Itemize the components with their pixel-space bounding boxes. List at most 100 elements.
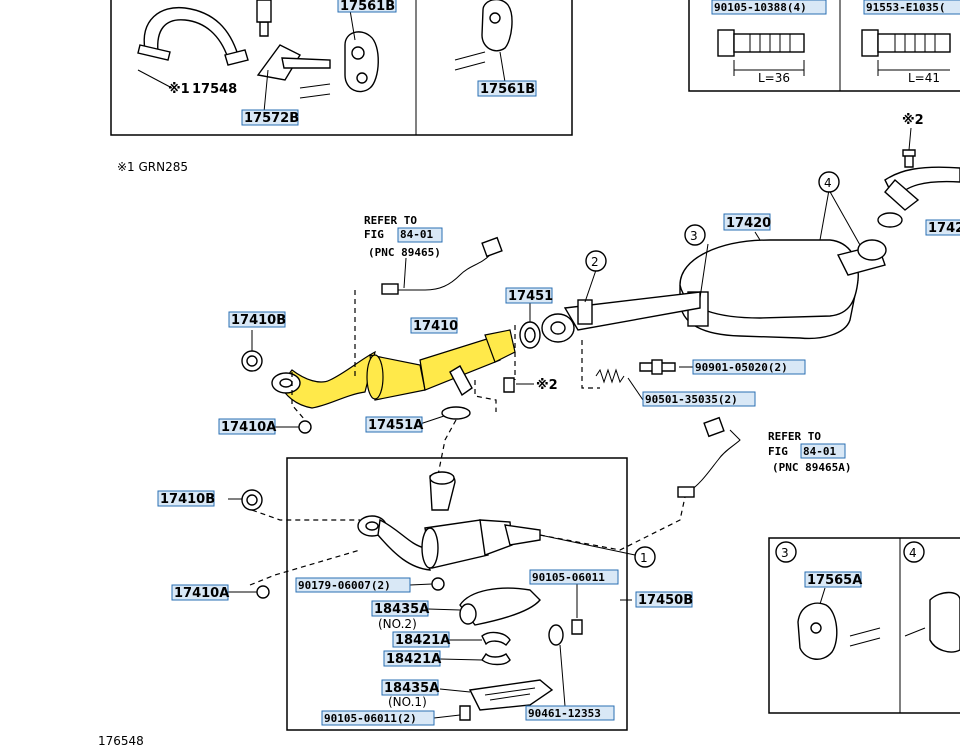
clamp-18421A-b — [481, 652, 511, 666]
mark-2-mid: ※2 — [536, 378, 558, 393]
label-17451A[interactable]: 17451A — [365, 416, 423, 433]
label-no1: (NO.1) — [388, 695, 427, 709]
refer-to-lower: REFER TO — [768, 430, 821, 443]
callout-3-top: 3 — [684, 224, 706, 246]
svg-text:18435A: 18435A — [384, 681, 439, 696]
inset-box-top-left — [110, 0, 573, 136]
length-36: L=36 — [758, 71, 790, 85]
bolt-spring-90901 — [595, 359, 693, 401]
svg-text:1742: 1742 — [928, 221, 960, 236]
svg-text:17451A: 17451A — [368, 418, 423, 433]
label-17410B-lower[interactable]: 17410B — [157, 490, 215, 507]
svg-text:17565A: 17565A — [807, 573, 862, 588]
gasket-17451 — [519, 303, 541, 349]
label-90461-12353[interactable]: 90461-12353 — [525, 705, 615, 721]
svg-text:1: 1 — [640, 551, 648, 565]
label-17561B-top[interactable]: 17561B — [337, 0, 397, 14]
label-18435A-no2[interactable]: 18435A — [371, 600, 429, 617]
label-91553[interactable]: 91553-E1035( — [863, 0, 960, 15]
inset-box-17450B — [286, 457, 628, 731]
label-17420[interactable]: 17420 — [723, 213, 771, 231]
svg-text:90901-05020(2): 90901-05020(2) — [695, 361, 788, 374]
label-17410A[interactable]: 17410A — [218, 418, 276, 435]
label-90901-05020[interactable]: 90901-05020(2) — [692, 359, 806, 375]
svg-text:91553-E1035(: 91553-E1035( — [866, 1, 945, 14]
heat-insulator-no2 — [459, 587, 541, 626]
label-90105-06011-2[interactable]: 90105-06011(2) — [321, 710, 435, 726]
svg-text:17410A: 17410A — [221, 420, 276, 435]
label-18421A-b[interactable]: 18421A — [383, 650, 441, 667]
refer-pnc-upper: (PNC 89465) — [368, 246, 441, 259]
refer-fig-prefix-upper: FIG — [364, 228, 384, 241]
label-18435A-no1[interactable]: 18435A — [381, 679, 439, 696]
tail-pipe-section — [877, 127, 960, 228]
svg-text:90179-06007(2): 90179-06007(2) — [298, 579, 391, 592]
label-17410[interactable]: 17410 — [410, 317, 458, 334]
svg-text:18421A: 18421A — [386, 652, 441, 667]
label-17451[interactable]: 17451 — [505, 287, 553, 304]
bolt-90105-a — [571, 584, 583, 635]
bolt-mark-2 — [503, 377, 534, 393]
inset-box-bolts — [688, 0, 960, 92]
svg-text:17410: 17410 — [413, 319, 458, 334]
link-fig-84-01-lower[interactable]: 84-01 — [800, 443, 846, 459]
inset-box-bottom-right — [768, 537, 960, 714]
label-1742[interactable]: 1742 — [925, 219, 960, 236]
label-90501-35035[interactable]: 90501-35035(2) — [642, 391, 756, 407]
muffler-17420 — [541, 189, 887, 343]
cat-converter-assembly — [357, 471, 541, 571]
gasket-17410B-lower — [241, 489, 263, 511]
svg-text:90461-12353: 90461-12353 — [528, 707, 601, 720]
link-fig-84-01-upper[interactable]: 84-01 — [397, 227, 443, 243]
svg-text:17561B: 17561B — [340, 0, 395, 14]
refer-pnc-lower: (PNC 89465A) — [772, 461, 851, 474]
mark-note-1: ※1 — [168, 82, 190, 97]
svg-text:84-01: 84-01 — [400, 228, 433, 241]
svg-text:90105-10388(4): 90105-10388(4) — [714, 1, 807, 14]
gasket-17451A — [419, 406, 471, 425]
svg-text:90105-06011: 90105-06011 — [532, 571, 605, 584]
callout-4-box: 4 — [903, 541, 925, 563]
label-90105-06011[interactable]: 90105-06011 — [529, 569, 619, 585]
note-grn285: ※1 GRN285 — [117, 160, 188, 174]
svg-text:17420: 17420 — [726, 216, 771, 231]
clamp-18421A-a — [481, 631, 511, 646]
label-18421A-a[interactable]: 18421A — [392, 631, 450, 648]
label-90105-10388[interactable]: 90105-10388(4) — [711, 0, 827, 15]
svg-text:17410A: 17410A — [174, 586, 229, 601]
svg-text:17410B: 17410B — [231, 313, 286, 328]
nut-17410A-lower — [256, 585, 270, 599]
label-17548: 17548 — [192, 82, 237, 97]
svg-text:3: 3 — [781, 546, 789, 560]
svg-text:17451: 17451 — [508, 289, 553, 304]
callout-2-top: 2 — [585, 250, 607, 272]
svg-text:84-01: 84-01 — [803, 445, 836, 458]
label-17565A[interactable]: 17565A — [804, 571, 862, 588]
svg-text:90501-35035(2): 90501-35035(2) — [645, 393, 738, 406]
svg-text:17410B: 17410B — [160, 492, 215, 507]
svg-text:18435A: 18435A — [374, 602, 429, 617]
svg-text:17450B: 17450B — [638, 593, 693, 608]
bolt-90105-b — [459, 705, 471, 721]
nut-17410A — [274, 420, 312, 434]
svg-text:18421A: 18421A — [395, 633, 450, 648]
bracket-90461 — [548, 624, 566, 707]
nut-90179 — [431, 577, 445, 591]
label-17572B[interactable]: 17572B — [241, 109, 299, 126]
svg-text:4: 4 — [824, 176, 832, 190]
refer-fig-prefix-lower: FIG — [768, 445, 788, 458]
label-17410A-lower[interactable]: 17410A — [171, 584, 229, 601]
label-90179-06007[interactable]: 90179-06007(2) — [295, 577, 411, 593]
svg-text:3: 3 — [690, 229, 698, 243]
svg-text:17572B: 17572B — [244, 111, 299, 126]
o2-sensor-upper — [381, 236, 503, 295]
label-17410B[interactable]: 17410B — [228, 311, 286, 328]
label-17561B-right[interactable]: 17561B — [477, 80, 537, 97]
svg-text:4: 4 — [909, 546, 917, 560]
label-17450B[interactable]: 17450B — [635, 591, 693, 608]
o2-sensor-lower — [677, 416, 741, 498]
svg-text:90105-06011(2): 90105-06011(2) — [324, 712, 417, 725]
svg-text:17561B: 17561B — [480, 82, 535, 97]
svg-text:2: 2 — [591, 255, 599, 269]
